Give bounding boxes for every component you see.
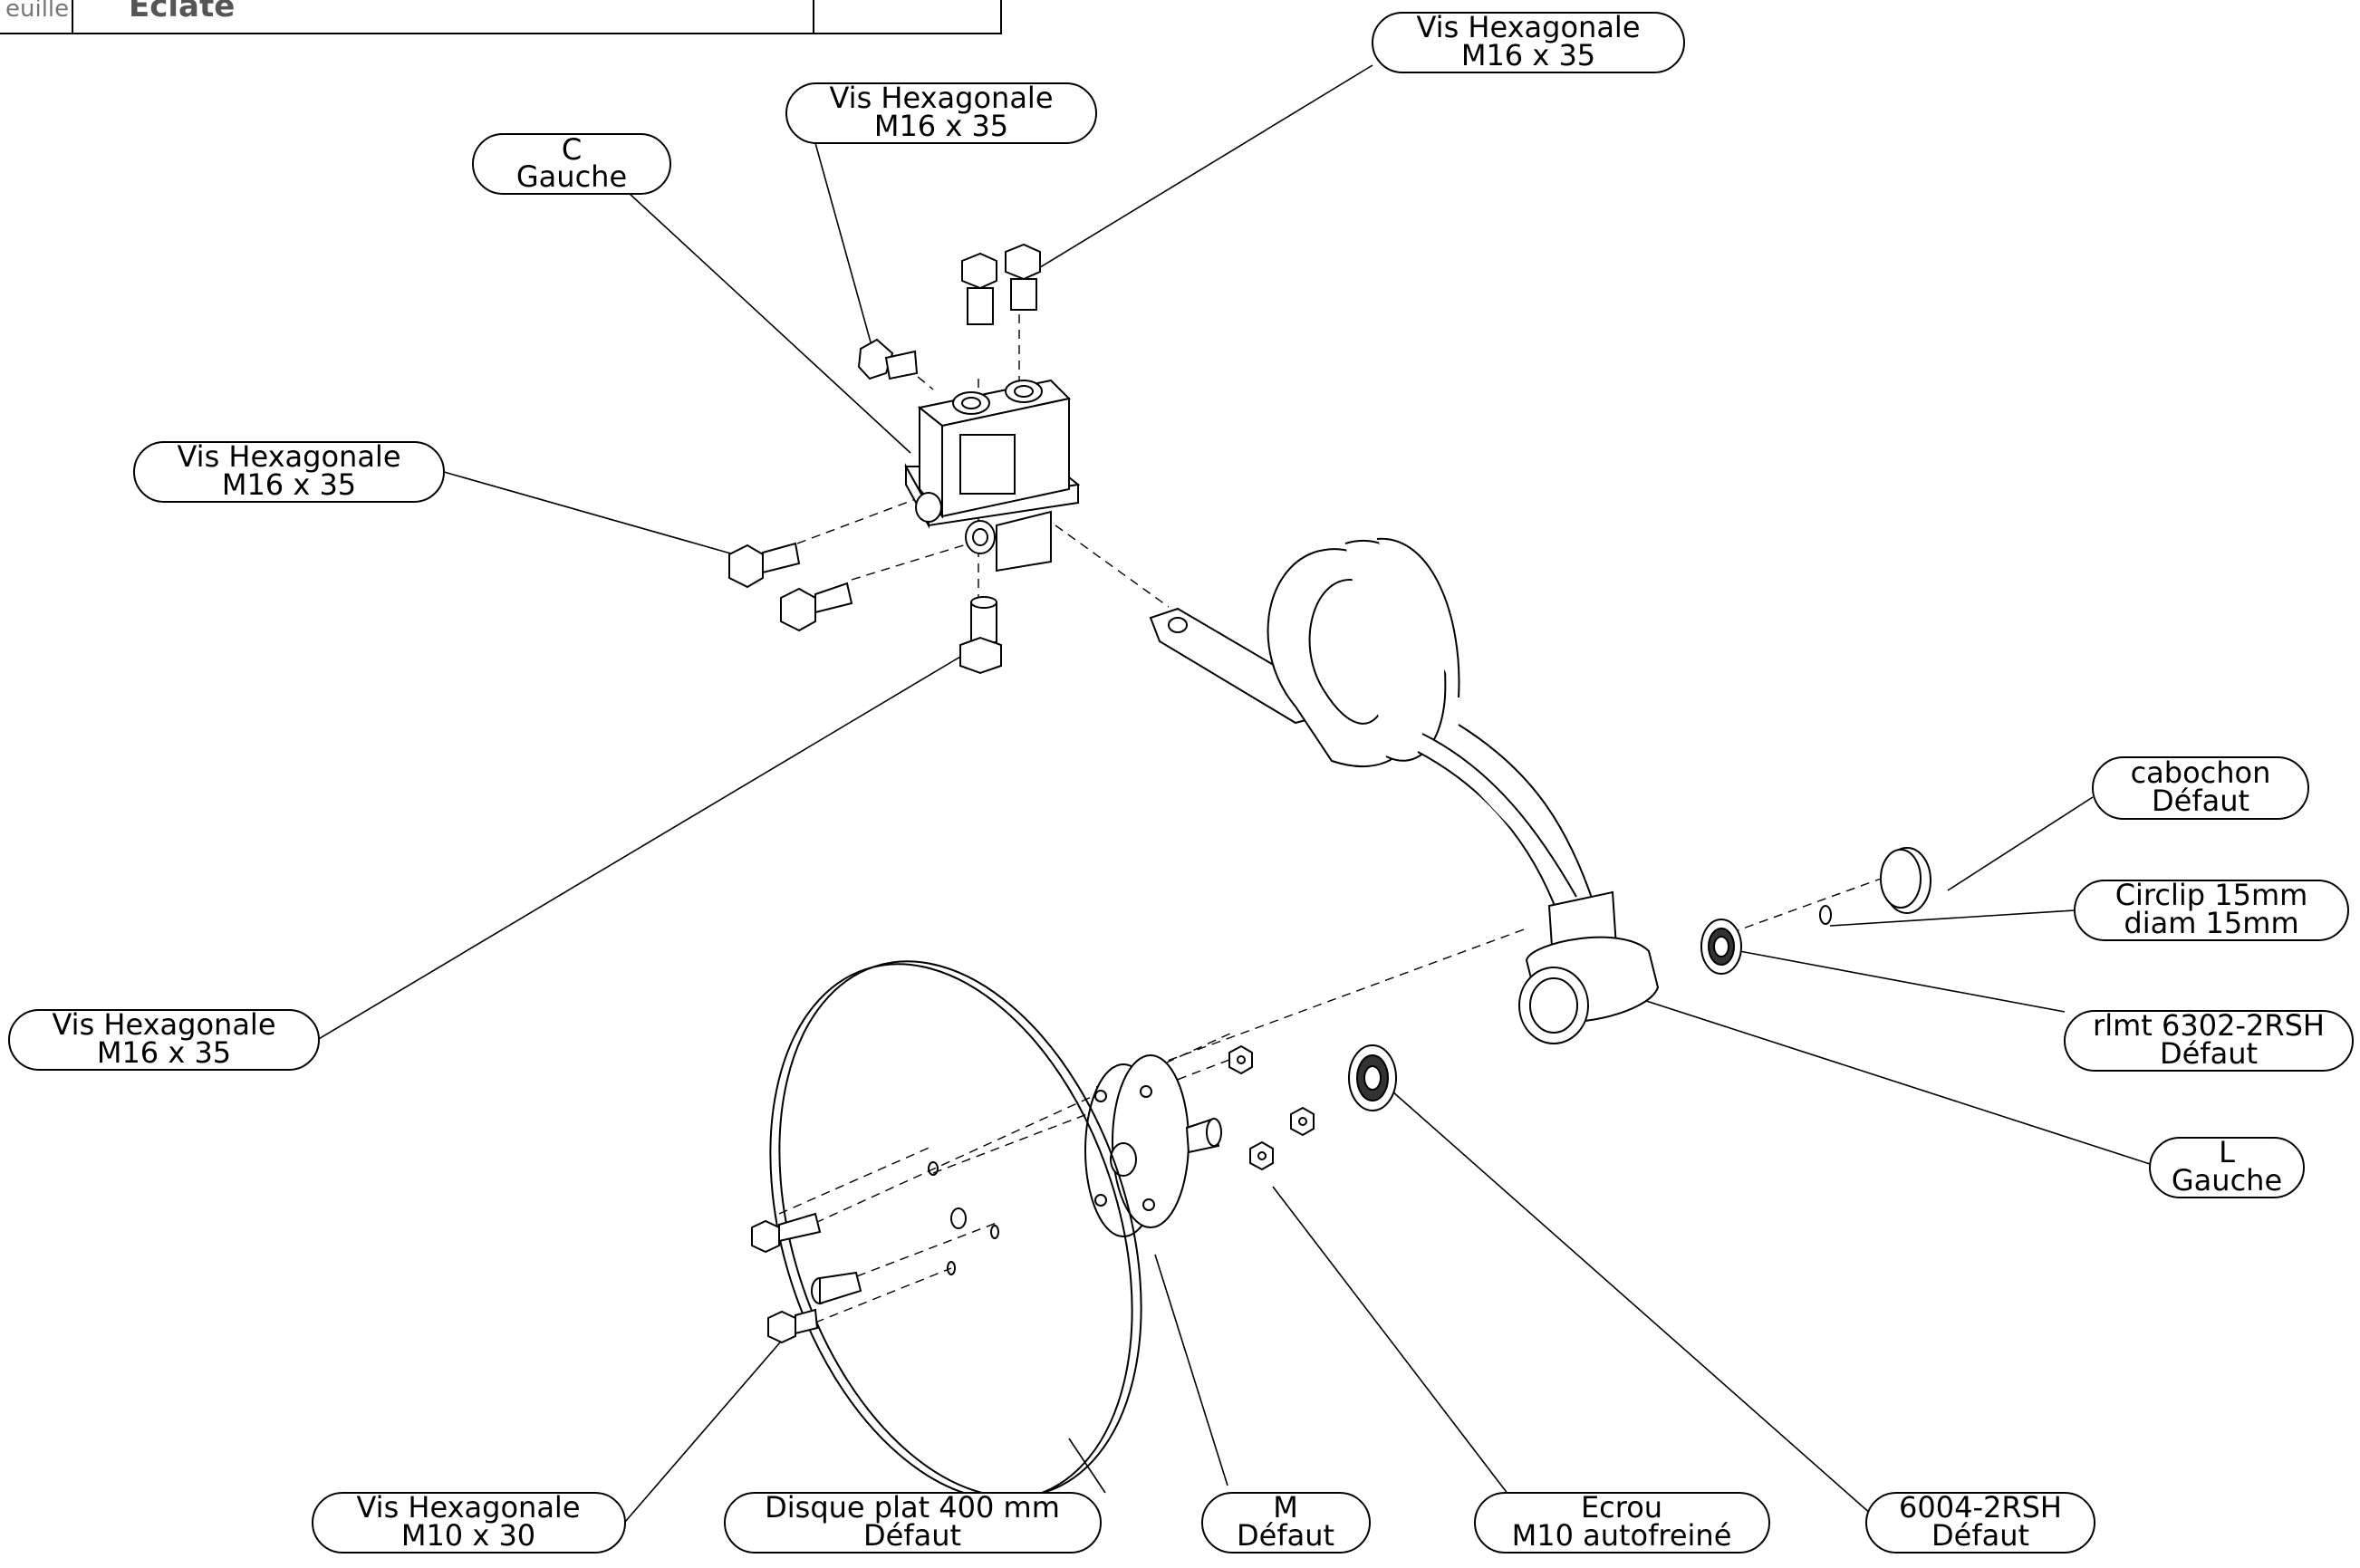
balloon-circlip: Circlip 15mm diam 15mm bbox=[2115, 878, 2308, 940]
nut-3 bbox=[1249, 1140, 1274, 1171]
bolt-top-2 bbox=[1005, 243, 1041, 311]
balloon-cabochon-line1: cabochon bbox=[2131, 755, 2271, 790]
bolt-m10-2 bbox=[811, 1271, 862, 1305]
leader-ecrou bbox=[1272, 1186, 1509, 1496]
leader-cabochon bbox=[1947, 796, 2094, 891]
balloon-m-defaut-outline bbox=[1201, 1492, 1371, 1554]
balloon-vis-m10-line1: Vis Hexagonale bbox=[356, 1490, 580, 1525]
leader-l-gauche bbox=[1575, 977, 2151, 1165]
balloon-vis-bottom: Vis Hexagonale M16 x 35 bbox=[52, 1007, 275, 1070]
spring-tine-l bbox=[1149, 537, 1660, 1044]
balloon-vis-top-left-line1: Vis Hexagonale bbox=[829, 81, 1053, 115]
balloon-m-defaut: M Défaut bbox=[1237, 1490, 1334, 1553]
balloon-vis-top-right: Vis Hexagonale M16 x 35 bbox=[1416, 10, 1640, 72]
balloon-6004: 6004-2RSH Défaut bbox=[1899, 1490, 2062, 1553]
balloon-rlmt-line1: rlmt 6302-2RSH bbox=[2093, 1008, 2325, 1043]
balloon-vis-top-left-line2: M16 x 35 bbox=[874, 109, 1008, 143]
bearing-rlmt-6302 bbox=[1700, 919, 1742, 975]
balloon-vis-bottom-line2: M16 x 35 bbox=[97, 1035, 231, 1070]
leader-vis-side bbox=[443, 471, 735, 555]
balloon-cabochon: cabochon Défaut bbox=[2131, 755, 2271, 818]
balloon-vis-bottom-line1: Vis Hexagonale bbox=[52, 1007, 275, 1042]
balloon-vis-m10-line2: M10 x 30 bbox=[401, 1518, 535, 1553]
bolt-bottom bbox=[959, 596, 1002, 675]
balloon-l-gauche-line1: L bbox=[2219, 1135, 2235, 1169]
leader-lines bbox=[316, 64, 2151, 1523]
balloon-cabochon-outline bbox=[2092, 756, 2309, 820]
balloon-vis-side-line1: Vis Hexagonale bbox=[177, 439, 400, 474]
balloon-l-gauche-outline bbox=[2149, 1137, 2305, 1198]
balloon-cabochon-line2: Défaut bbox=[2152, 784, 2249, 818]
nut-2 bbox=[1290, 1106, 1315, 1137]
nut-1 bbox=[1228, 1044, 1253, 1075]
balloon-circlip-line1: Circlip 15mm bbox=[2115, 878, 2308, 912]
balloon-6004-outline bbox=[1865, 1492, 2095, 1554]
leader-m-defaut bbox=[1154, 1254, 1228, 1486]
bolt-top-1 bbox=[961, 252, 997, 325]
balloon-circlip-line2: diam 15mm bbox=[2124, 906, 2298, 940]
balloon-disque-outline bbox=[724, 1492, 1102, 1554]
bolt-side-1 bbox=[728, 542, 801, 589]
leader-circlip bbox=[1829, 909, 2076, 927]
balloon-texts: C Gauche Vis Hexagonale M16 x 35 Vis Hex… bbox=[52, 10, 2324, 1553]
leader-vis-top-right bbox=[1032, 64, 1373, 273]
balloon-6004-line1: 6004-2RSH bbox=[1899, 1490, 2062, 1525]
balloon-circlip-outline bbox=[2074, 880, 2349, 941]
balloon-vis-top-left-outline bbox=[785, 82, 1097, 144]
balloon-vis-bottom-outline bbox=[8, 1009, 320, 1071]
bolt-m10-1 bbox=[751, 1212, 822, 1254]
balloon-ecrou-outline bbox=[1474, 1492, 1770, 1554]
title-block-view-name: Eclaté bbox=[129, 0, 235, 24]
balloon-disque-line1: Disque plat 400 mm bbox=[765, 1490, 1060, 1525]
balloon-vis-top-left: Vis Hexagonale M16 x 35 bbox=[829, 81, 1053, 143]
balloon-vis-side-line2: M16 x 35 bbox=[222, 467, 356, 502]
balloon-vis-m10-outline bbox=[312, 1492, 626, 1554]
balloon-vis-top-right-line1: Vis Hexagonale bbox=[1416, 10, 1640, 44]
title-block-field-label: euille bbox=[5, 0, 69, 23]
balloon-c-gauche-outline bbox=[472, 133, 671, 195]
title-block bbox=[0, 0, 1002, 34]
leader-vis-top-left bbox=[814, 142, 873, 350]
bolt-angled bbox=[857, 338, 919, 380]
balloon-rlmt: rlmt 6302-2RSH Défaut bbox=[2093, 1008, 2325, 1071]
balloon-vis-side-outline bbox=[133, 441, 445, 503]
leader-vis-bottom bbox=[316, 656, 961, 1041]
balloon-c-gauche: C Gauche bbox=[516, 132, 627, 194]
balloon-ecrou: Ecrou M10 autofreiné bbox=[1512, 1490, 1732, 1553]
parts bbox=[728, 243, 1931, 1501]
bolt-side-2 bbox=[780, 582, 853, 632]
leader-rlmt bbox=[1739, 950, 2066, 1013]
bracket-c bbox=[904, 379, 1081, 572]
balloon-vis-m10: Vis Hexagonale M10 x 30 bbox=[356, 1490, 580, 1553]
leader-6004 bbox=[1392, 1091, 1881, 1523]
leader-vis-m10 bbox=[624, 1322, 798, 1523]
balloon-ecrou-line1: Ecrou bbox=[1581, 1490, 1662, 1525]
balloon-vis-side: Vis Hexagonale M16 x 35 bbox=[177, 439, 400, 502]
balloon-m-defaut-line1: M bbox=[1273, 1490, 1298, 1525]
cabochon bbox=[1880, 847, 1931, 914]
hub-m bbox=[1084, 1054, 1222, 1237]
balloon-6004-line2: Défaut bbox=[1931, 1518, 2029, 1553]
balloon-rlmt-outline bbox=[2064, 1010, 2354, 1072]
balloon-disque-line2: Défaut bbox=[863, 1518, 961, 1553]
leader-c-gauche bbox=[629, 193, 911, 454]
balloon-rlmt-line2: Défaut bbox=[2160, 1036, 2258, 1071]
balloon-outlines bbox=[8, 12, 2354, 1554]
balloon-m-defaut-line2: Défaut bbox=[1237, 1518, 1334, 1553]
balloon-l-gauche: L Gauche bbox=[2172, 1135, 2282, 1198]
balloon-c-gauche-line2: Gauche bbox=[516, 159, 627, 194]
balloon-ecrou-line2: M10 autofreiné bbox=[1512, 1518, 1732, 1553]
balloon-l-gauche-line2: Gauche bbox=[2172, 1163, 2282, 1198]
bearing-6004 bbox=[1348, 1044, 1397, 1111]
balloon-disque: Disque plat 400 mm Défaut bbox=[765, 1490, 1060, 1553]
balloon-c-gauche-line1: C bbox=[562, 132, 582, 167]
balloon-vis-top-right-outline bbox=[1372, 12, 1685, 73]
circlip bbox=[1819, 905, 1832, 925]
balloon-vis-top-right-line2: M16 x 35 bbox=[1461, 38, 1595, 72]
bolt-m10-3 bbox=[767, 1308, 819, 1344]
